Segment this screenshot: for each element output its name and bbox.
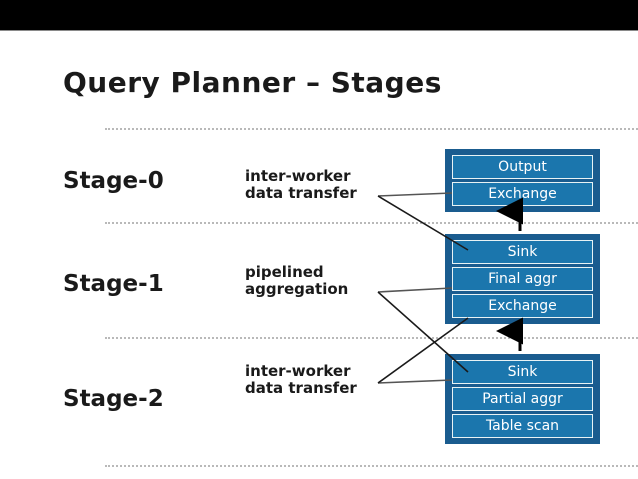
annotation-stage-1-line1: pipelined: [245, 263, 324, 281]
divider-line-2: [105, 222, 638, 224]
node-exchange-stage0[interactable]: Exchange: [452, 182, 593, 206]
divider-line-3: [105, 337, 638, 339]
node-sink-stage1[interactable]: Sink: [452, 240, 593, 264]
top-black-bar: [0, 0, 638, 30]
stage-box-2[interactable]: Sink Partial aggr Table scan: [445, 354, 600, 444]
divider-line-1: [105, 128, 638, 130]
node-output[interactable]: Output: [452, 155, 593, 179]
stage-label-0: Stage-0: [63, 168, 164, 194]
stage-label-1: Stage-1: [63, 271, 164, 297]
annotation-stage-0-line2: data transfer: [245, 183, 357, 202]
stage-label-2: Stage-2: [63, 386, 164, 412]
node-sink-stage2[interactable]: Sink: [452, 360, 593, 384]
node-table-scan[interactable]: Table scan: [452, 414, 593, 438]
divider-line-4: [105, 465, 638, 467]
leader-stage2-to-sink2: [377, 379, 453, 384]
annotation-stage-1: pipelined aggregation: [245, 264, 348, 298]
annotation-stage-2: inter-worker data transfer: [245, 363, 357, 397]
annotation-stage-1-line2: aggregation: [245, 279, 349, 298]
node-final-aggr[interactable]: Final aggr: [452, 267, 593, 291]
node-partial-aggr[interactable]: Partial aggr: [452, 387, 593, 411]
annotation-stage-2-line1: inter-worker: [245, 362, 351, 380]
leader-stage1-to-final-aggr: [377, 287, 453, 293]
annotation-stage-0: inter-worker data transfer: [245, 168, 357, 202]
leader-stage0-to-exchange: [377, 192, 453, 197]
stage-box-1[interactable]: Sink Final aggr Exchange: [445, 234, 600, 324]
node-exchange-stage1[interactable]: Exchange: [452, 294, 593, 318]
page-title: Query Planner – Stages: [63, 66, 442, 99]
top-bar-rule: [0, 30, 638, 31]
annotation-stage-2-line2: data transfer: [245, 378, 357, 397]
stage-box-0[interactable]: Output Exchange: [445, 149, 600, 212]
annotation-stage-0-line1: inter-worker: [245, 167, 351, 185]
